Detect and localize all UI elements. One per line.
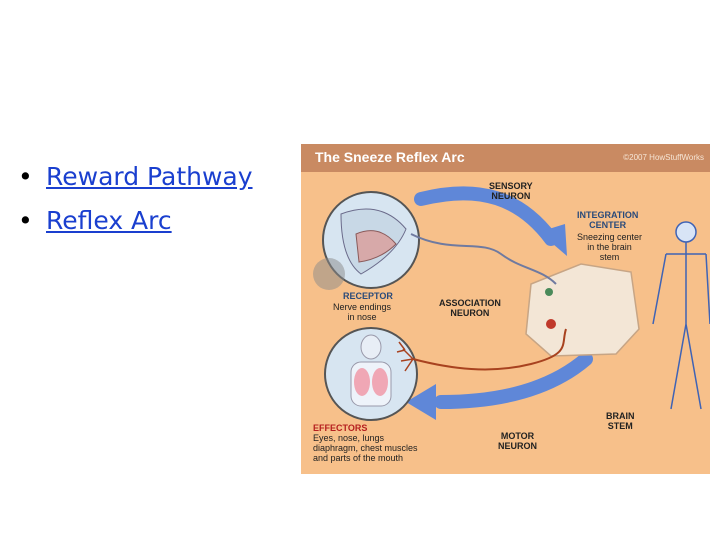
head-shape: [360, 334, 382, 360]
sensory-nerve: [410, 233, 557, 285]
receptor-description: Nerve endings in nose: [333, 302, 392, 322]
association-neuron-label: ASSOCIATION NEURON: [439, 298, 501, 318]
figure-copyright: ©2007 HowStuffWorks: [623, 153, 704, 162]
integration-center-label: INTEGRATION CENTER: [577, 210, 639, 230]
association-arrow: [434, 352, 593, 409]
brain-stem-shape: [525, 263, 640, 357]
brain-stem-label: BRAIN STEM: [606, 411, 635, 431]
bullet-item: • Reward Pathway: [18, 155, 253, 199]
tissue-blob: [313, 258, 345, 290]
sensory-arrow-head: [539, 224, 567, 256]
effectors-description: Eyes, nose, lungs diaphragm, chest muscl…: [313, 433, 418, 463]
integration-neuron: [545, 288, 553, 296]
sensory-arrow: [414, 186, 558, 246]
left-lung: [354, 368, 370, 396]
motor-nerve: [412, 328, 567, 371]
reward-pathway-link[interactable]: Reward Pathway: [46, 162, 253, 191]
effectors-label: EFFECTORS: [313, 423, 368, 433]
bullet-list: • Reward Pathway • Reflex Arc: [18, 155, 253, 243]
bullet-dot: •: [18, 162, 33, 191]
figure-title: The Sneeze Reflex Arc: [315, 149, 465, 165]
figure-title-bar: [301, 144, 710, 172]
motor-arrow-head: [406, 384, 436, 420]
diagram-illustration: [313, 186, 710, 421]
effector-nerve-branches: [396, 341, 414, 372]
motor-neuron-cell: [546, 319, 556, 329]
nasal-cavity: [355, 230, 397, 263]
motor-neuron-label: MOTOR NEURON: [498, 431, 538, 451]
sneeze-reflex-arc-figure: The Sneeze Reflex Arc ©2007 HowStuffWork…: [301, 144, 710, 474]
bullet-item: • Reflex Arc: [18, 199, 253, 243]
right-lung: [372, 368, 388, 396]
bullet-dot: •: [18, 206, 33, 235]
nervous-system-figure: [652, 221, 710, 410]
integration-center-description: Sneezing center in the brain stem: [577, 232, 643, 262]
receptor-label: RECEPTOR: [343, 291, 393, 301]
reflex-arc-link[interactable]: Reflex Arc: [46, 206, 172, 235]
sensory-neuron-label: SENSORY NEURON: [489, 181, 533, 201]
